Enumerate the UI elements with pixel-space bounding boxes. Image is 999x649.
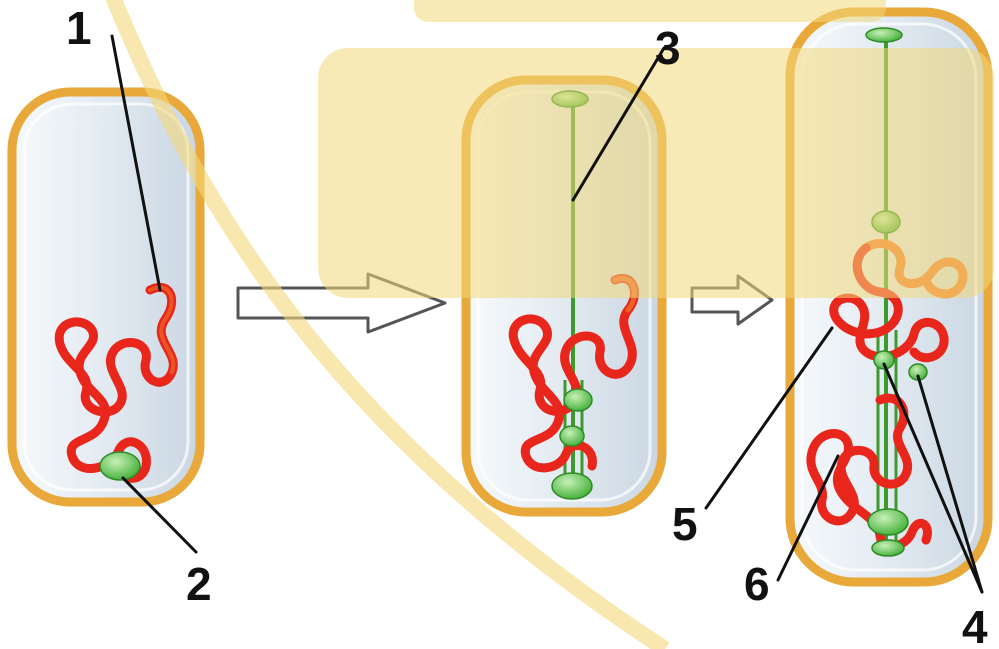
highlight-overlay (414, 0, 886, 22)
label-3: 3 (655, 22, 681, 74)
leader-line-4b (916, 374, 984, 594)
label-6: 6 (744, 558, 770, 610)
cell-stage-1 (7, 87, 205, 507)
dna-coil (806, 393, 932, 551)
protein-blob (871, 539, 905, 557)
protein-blob (559, 425, 585, 447)
label-1: 1 (66, 2, 92, 54)
leader-line-4a (882, 362, 984, 594)
cell-wall (7, 87, 205, 507)
protein-blob (551, 472, 593, 500)
leader-line-2 (121, 476, 198, 554)
protein-blob (867, 508, 909, 536)
protein-blob (865, 27, 903, 43)
cell-inner-rim (22, 102, 190, 492)
protein-blob (873, 350, 895, 370)
leader-lines (110, 34, 984, 594)
protein-blob (99, 451, 141, 481)
leader-line-6 (776, 454, 840, 582)
label-4: 4 (962, 601, 988, 649)
label-5: 5 (672, 498, 698, 550)
dna-coil-highlight (148, 285, 176, 374)
leader-line-3 (571, 46, 666, 202)
highlight-stroke (105, 0, 670, 649)
highlight-overlay (318, 48, 994, 298)
leader-line-1 (110, 34, 162, 292)
dna-coil (508, 273, 639, 473)
label-2: 2 (186, 558, 212, 610)
leader-line-5 (704, 326, 834, 510)
protein-blob (563, 388, 593, 412)
